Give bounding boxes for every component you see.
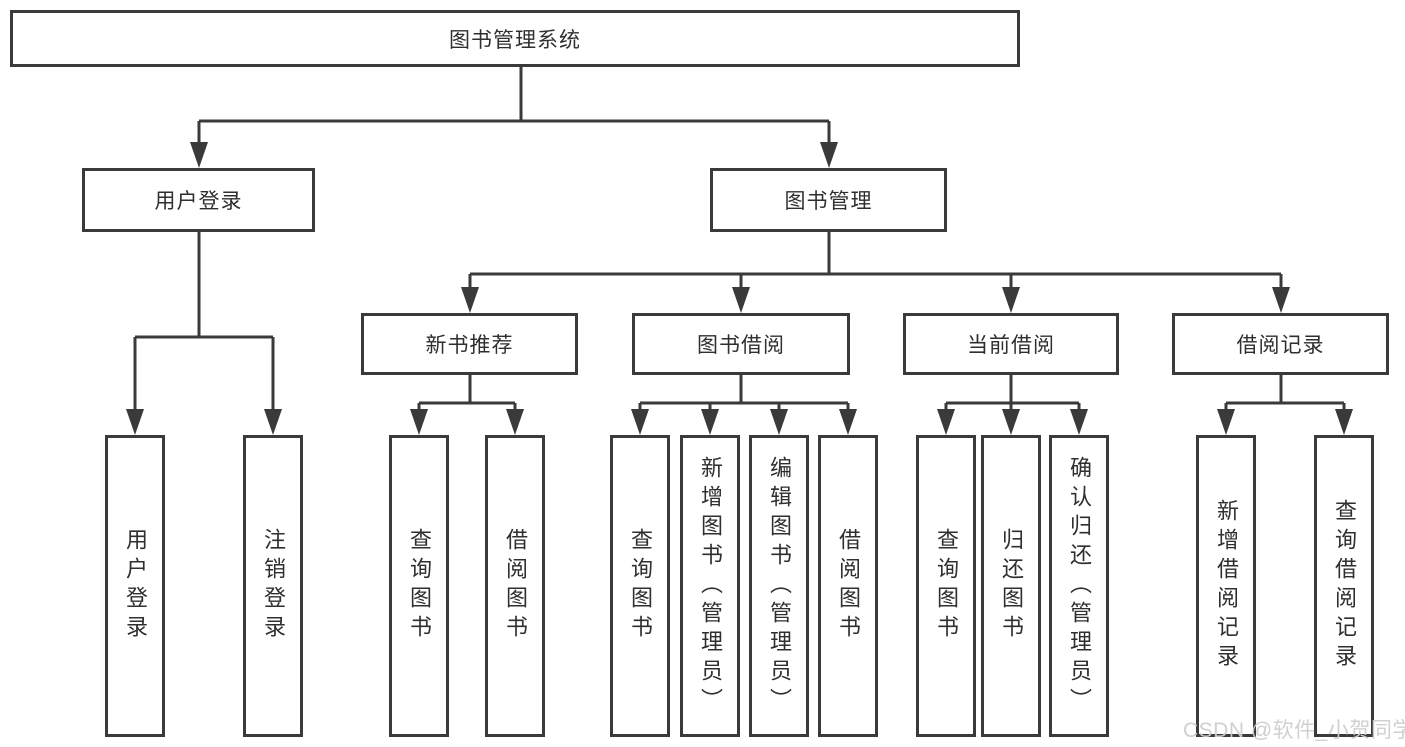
connector-bookmgmt-to-level3 [468, 232, 1283, 291]
leaf-newbooks-query-books-label: 查询图书 [407, 528, 432, 644]
leaf-logout: 注销登录 [243, 435, 303, 737]
node-current-borrowing: 当前借阅 [903, 313, 1119, 375]
leaf-borrow-query-books: 查询图书 [610, 435, 670, 737]
leaf-current-query-books: 查询图书 [916, 435, 976, 737]
node-borrowing-records: 借阅记录 [1172, 313, 1389, 375]
leaf-query-borrow-record: 查询借阅记录 [1314, 435, 1374, 737]
connector-records-to-leaves [1224, 375, 1346, 413]
leaf-add-books-admin: 新增图书（管理员） [680, 435, 740, 737]
node-borrowing-records-label: 借阅记录 [1236, 334, 1325, 357]
leaf-return-books-label: 归还图书 [999, 528, 1024, 644]
leaf-newbooks-borrow-books-label: 借阅图书 [503, 528, 528, 644]
leaf-confirm-return-admin-label: 确认归还（管理员） [1067, 455, 1092, 717]
leaf-edit-books-admin-label: 编辑图书（管理员） [767, 455, 792, 717]
leaf-borrow-query-books-label: 查询图书 [628, 528, 653, 644]
node-library-management-system-label: 图书管理系统 [449, 28, 581, 52]
connector-userlogin-to-leaves [133, 232, 275, 413]
leaf-logout-label: 注销登录 [261, 528, 286, 644]
leaf-newbooks-borrow-books: 借阅图书 [485, 435, 545, 737]
leaf-add-borrow-record: 新增借阅记录 [1196, 435, 1256, 737]
node-book-management: 图书管理 [710, 168, 947, 232]
node-new-book-recommendation: 新书推荐 [361, 313, 578, 375]
leaf-borrow-borrow-books: 借阅图书 [818, 435, 878, 737]
node-user-login-label: 用户登录 [154, 190, 243, 213]
leaf-user-login-label: 用户登录 [123, 528, 148, 644]
node-library-management-system: 图书管理系统 [10, 10, 1020, 67]
leaf-newbooks-query-books: 查询图书 [389, 435, 449, 737]
leaf-add-borrow-record-label: 新增借阅记录 [1214, 499, 1239, 673]
connector-currentborrow-to-leaves [944, 375, 1081, 413]
node-book-management-label: 图书管理 [784, 190, 873, 213]
leaf-add-books-admin-label: 新增图书（管理员） [698, 455, 723, 717]
connector-bookborrow-to-leaves [638, 375, 850, 413]
connector-root-to-level2 [197, 67, 831, 146]
arrowheads [126, 142, 1353, 435]
leaf-confirm-return-admin: 确认归还（管理员） [1049, 435, 1109, 737]
connector-newbooks-to-leaves [417, 375, 517, 413]
leaf-edit-books-admin: 编辑图书（管理员） [749, 435, 809, 737]
node-new-book-recommendation-label: 新书推荐 [425, 334, 514, 357]
csdn-watermark: CSDN @软件_小贺同学 [1183, 719, 1405, 742]
node-current-borrowing-label: 当前借阅 [967, 334, 1055, 357]
node-book-borrowing: 图书借阅 [632, 313, 850, 375]
leaf-return-books: 归还图书 [981, 435, 1041, 737]
leaf-user-login: 用户登录 [105, 435, 165, 737]
leaf-current-query-books-label: 查询图书 [934, 528, 959, 644]
node-user-login: 用户登录 [82, 168, 315, 232]
node-book-borrowing-label: 图书借阅 [697, 334, 785, 357]
leaf-borrow-borrow-books-label: 借阅图书 [836, 528, 861, 644]
leaf-query-borrow-record-label: 查询借阅记录 [1332, 499, 1357, 673]
